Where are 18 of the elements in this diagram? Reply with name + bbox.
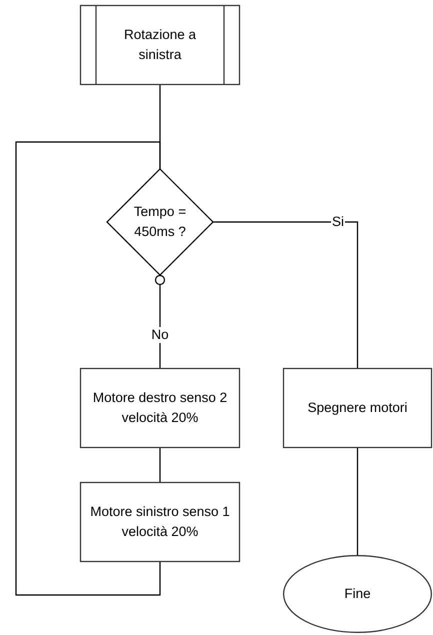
process-box	[80, 482, 240, 562]
connector-line	[356, 448, 358, 555]
subroutine-box	[80, 5, 240, 85]
connector-line	[154, 274, 166, 368]
node-text: Rotazione a sinistra	[122, 26, 198, 64]
node-text: Tempo = 450ms ?	[132, 203, 188, 241]
connector-line	[15, 141, 161, 596]
node-text: Fine	[344, 585, 371, 603]
node-text: Spegnere motori	[308, 399, 408, 417]
connector-line	[213, 221, 358, 368]
connector-line	[159, 448, 161, 482]
process-box	[283, 368, 432, 448]
node-text: Motore destro senso 2 velocità 20%	[92, 389, 228, 427]
edge-label: No	[150, 327, 170, 343]
terminal-ellipse	[283, 555, 432, 633]
node-text: Motore sinistro senso 1 velocità 20%	[89, 503, 231, 541]
decision-diamond	[107, 169, 213, 275]
process-box	[80, 368, 240, 448]
